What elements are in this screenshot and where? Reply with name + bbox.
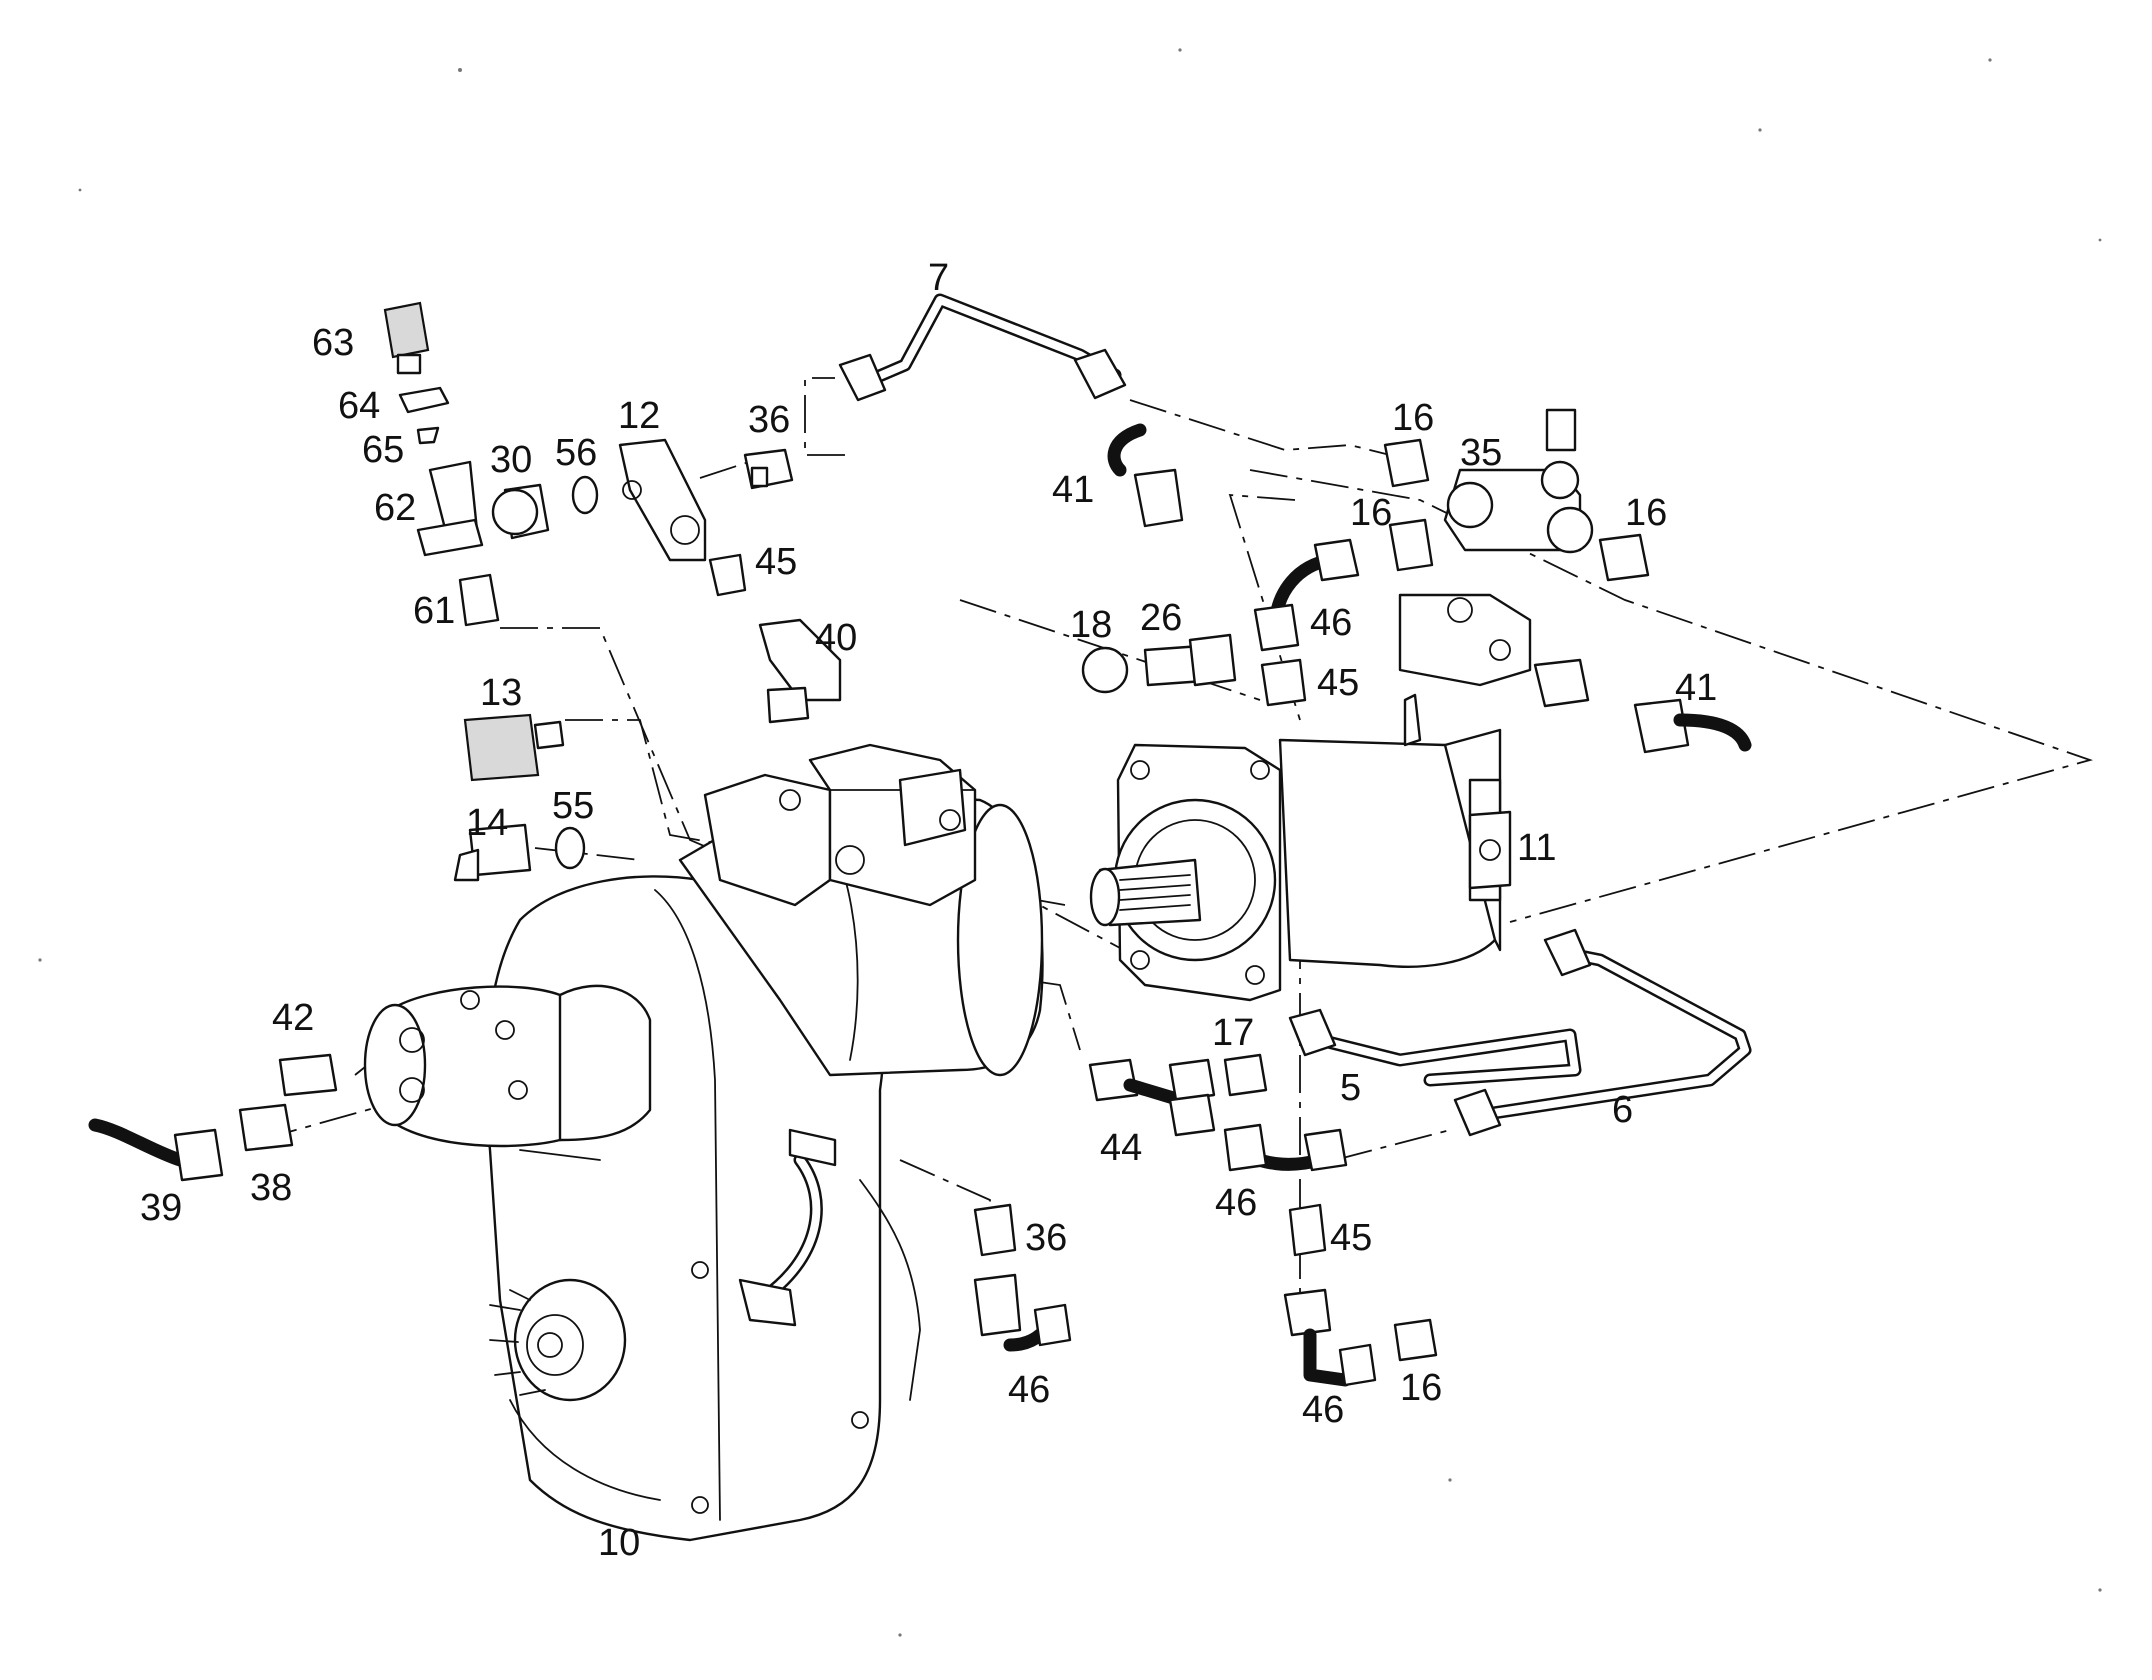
- callout-46-c: 46: [1008, 1369, 1050, 1411]
- callout-14: 14: [466, 802, 508, 844]
- callout-65: 65: [362, 429, 404, 471]
- callout-45-upper: 45: [755, 541, 797, 583]
- callout-30: 30: [490, 439, 532, 481]
- valve-block: [703, 743, 977, 907]
- pipe-5: [1288, 1008, 1582, 1087]
- callout-56: 56: [555, 432, 597, 474]
- callout-13: 13: [480, 672, 522, 714]
- callout-46-b: 46: [1215, 1182, 1257, 1224]
- callout-16-b: 16: [1350, 492, 1392, 534]
- callout-26: 26: [1140, 597, 1182, 639]
- callout-16-d: 16: [1400, 1367, 1442, 1409]
- callout-45-b: 45: [1317, 662, 1359, 704]
- callout-46-d: 46: [1302, 1389, 1344, 1431]
- fittings: [88, 301, 1752, 1387]
- callout-35: 35: [1460, 432, 1502, 474]
- output-flange: [489, 1278, 627, 1402]
- callout-7: 7: [928, 257, 949, 299]
- callout-41-b: 41: [1675, 667, 1717, 709]
- callout-44: 44: [1100, 1127, 1142, 1169]
- callout-41-a: 41: [1052, 469, 1094, 511]
- callout-10: 10: [598, 1522, 640, 1564]
- callout-labels: 7 63 64 65 62 61 12 36 30 56 45 40 13 14…: [140, 257, 1717, 1564]
- callout-45-c: 45: [1330, 1217, 1372, 1259]
- callout-61: 61: [413, 590, 455, 632]
- callout-36-lower: 36: [1025, 1217, 1067, 1259]
- end-cover: [363, 984, 652, 1148]
- callout-40: 40: [815, 617, 857, 659]
- hydraulic-motor: [1089, 693, 1512, 1002]
- callout-12: 12: [618, 395, 660, 437]
- callout-36-upper: 36: [748, 399, 790, 441]
- callout-17: 17: [1212, 1012, 1254, 1054]
- callout-38: 38: [250, 1167, 292, 1209]
- callout-16-a: 16: [1392, 397, 1434, 439]
- callout-6: 6: [1612, 1089, 1633, 1131]
- callout-16-c: 16: [1625, 492, 1667, 534]
- callout-46-a: 46: [1310, 602, 1352, 644]
- knurled-cap-63: [383, 301, 430, 359]
- callout-5: 5: [1340, 1067, 1361, 1109]
- pipe-7: [838, 293, 1127, 402]
- scan-specks: [38, 48, 2102, 1637]
- housing-pipe-bracket: [738, 1128, 837, 1327]
- callout-64: 64: [338, 385, 380, 427]
- callout-39: 39: [140, 1187, 182, 1229]
- callout-62: 62: [374, 487, 416, 529]
- callout-63: 63: [312, 322, 354, 364]
- callout-55: 55: [552, 785, 594, 827]
- callout-18: 18: [1070, 604, 1112, 646]
- callout-42: 42: [272, 997, 314, 1039]
- callout-11: 11: [1517, 827, 1556, 869]
- pipe-6: [1453, 928, 1752, 1137]
